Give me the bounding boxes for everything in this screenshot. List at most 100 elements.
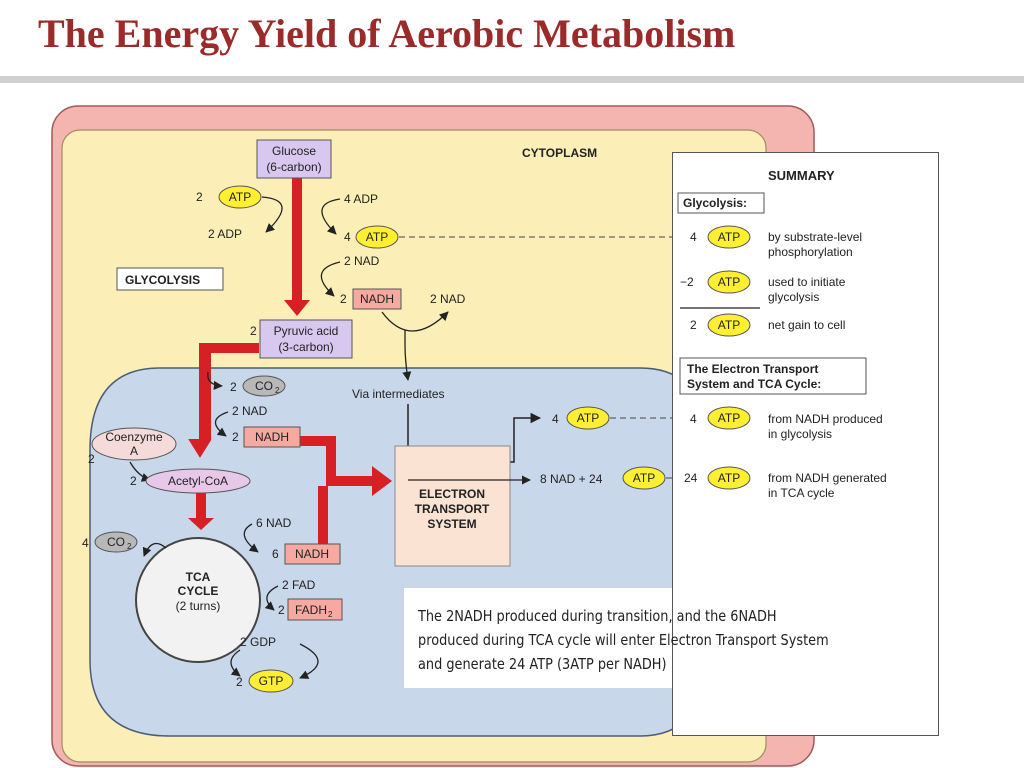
glucose-box [256, 139, 332, 179]
pyruvic-box [259, 319, 353, 359]
gtp-ellipse [248, 669, 294, 693]
fad-label: 2 FAD [282, 578, 316, 592]
coenzyme-a-label: A [130, 444, 138, 458]
nadh-count-2: 2 [232, 430, 239, 444]
acetyl-label: Acetyl-CoA [168, 474, 228, 488]
via-intermediates: Via intermediates [352, 387, 445, 401]
pyruvate-arrow [188, 343, 259, 458]
co2-count-1: 2 [230, 380, 237, 394]
glycolysis-summary-label: Glycolysis: [683, 196, 747, 210]
nad-tca: 6 NAD [256, 516, 292, 530]
tca-label: TCA [186, 570, 211, 584]
ets-label-2: TRANSPORT [415, 502, 490, 516]
co2-ellipse-2 [94, 531, 138, 553]
atp-count-out: 4 [344, 230, 351, 244]
nad-pyruvate: 2 NAD [232, 404, 268, 418]
nadh-label-1: NADH [360, 292, 394, 306]
ets-label-3: SYSTEM [427, 517, 476, 531]
summary-row1-count: 4 [690, 230, 697, 244]
summary-heading: SUMMARY [768, 168, 835, 183]
page-title: The Energy Yield of Aerobic Metabolism [38, 11, 736, 56]
caption-background [404, 588, 672, 688]
atp-count-in: 2 [196, 190, 203, 204]
gtp-label: GTP [259, 674, 284, 688]
summary-row2-text: used to initiate [768, 275, 846, 289]
pyruvic-count: 2 [250, 324, 257, 338]
nadh-count-1: 2 [340, 292, 347, 306]
co2-ellipse-1 [242, 375, 286, 397]
summary-row3-text: net gain to cell [768, 318, 845, 332]
ets-atp-label-1: ATP [577, 411, 599, 425]
glucose-label: Glucose [272, 144, 316, 158]
summary-row5-atp-label: ATP [718, 471, 740, 485]
fadh-count: 2 [278, 603, 285, 617]
summary-row3-atp [707, 313, 751, 337]
cycle-label: CYCLE [178, 584, 219, 598]
coenzyme-count: 2 [88, 452, 95, 466]
glycolysis-box [116, 267, 224, 291]
summary-row5-text2: in TCA cycle [768, 486, 835, 500]
ets-atp-ellipse-1 [566, 406, 610, 430]
summary-row1-text: by substrate-level [768, 230, 862, 244]
ets-summary-box [679, 357, 867, 395]
acetyl-ellipse [145, 468, 251, 494]
nadh-label-2: NADH [255, 430, 289, 444]
summary-row1-atp [707, 225, 751, 249]
summary-row5-atp [707, 466, 751, 490]
summary-row5-count: 24 [684, 471, 698, 485]
nadh-to-ets-arrow [300, 436, 392, 496]
summary-row4-text2: in glycolysis [768, 427, 832, 441]
co2-label-1: CO [255, 379, 273, 393]
nad-plus-label: 8 NAD + 24 [540, 472, 603, 486]
acetyl-count: 2 [130, 474, 137, 488]
summary-row4-atp-label: ATP [718, 411, 740, 425]
summary-row2-count: −2 [680, 275, 694, 289]
nadh-count-3: 6 [272, 547, 279, 561]
summary-row1-text2: phosphorylation [768, 245, 853, 259]
ets-atp-label-2: ATP [633, 471, 655, 485]
nad-glycolysis: 2 NAD [344, 254, 380, 268]
ets-summary-label-1: The Electron Transport [687, 362, 818, 376]
nad-regenerated: 2 NAD [430, 292, 466, 306]
summary-row4-count: 4 [690, 412, 697, 426]
title-divider [0, 76, 1024, 83]
adp-out-label: 4 ADP [344, 192, 378, 206]
glycolysis-summary-box [677, 192, 765, 214]
atp-out-ellipse [355, 225, 399, 249]
tca-nadh-arrow [318, 486, 328, 546]
cytoplasm-label: CYTOPLASM [522, 146, 597, 160]
atp-in-label: ATP [229, 190, 251, 204]
gdp-label: 2 GDP [240, 635, 276, 649]
coenzyme-label: Coenzyme [105, 430, 163, 444]
co2-sub-2: 2 [127, 542, 132, 551]
co2-label-2: CO [107, 535, 125, 549]
summary-row2-atp-label: ATP [718, 275, 740, 289]
caption-text: The 2NADH produced during transition, an… [418, 607, 829, 673]
gtp-count: 2 [236, 675, 243, 689]
glucose-carbon-label: (6-carbon) [266, 160, 321, 174]
fadh-sub: 2 [328, 610, 333, 619]
nadh-box-3 [284, 543, 341, 565]
summary-row4-atp [707, 406, 751, 430]
ets-atp-count-1: 4 [552, 412, 559, 426]
atp-in-ellipse [218, 185, 262, 209]
ets-atp-ellipse-2 [622, 466, 666, 490]
summary-row5-text: from NADH generated [768, 471, 887, 485]
fadh-box [287, 598, 343, 621]
co2-sub-1: 2 [275, 386, 280, 395]
summary-row1-atp-label: ATP [718, 230, 740, 244]
ets-label-1: ELECTRON [419, 487, 485, 501]
summary-row2-text2: glycolysis [768, 290, 819, 304]
glycolysis-arrow [284, 176, 310, 316]
atp-out-label: ATP [366, 230, 388, 244]
glycolysis-label: GLYCOLYSIS [125, 273, 200, 287]
summary-row2-atp [707, 270, 751, 294]
summary-row4-text: from NADH produced [768, 412, 883, 426]
tca-circle [135, 537, 261, 663]
summary-row3-count: 2 [690, 318, 697, 332]
summary-panel-lower [672, 495, 939, 736]
pyruvic-label: Pyruvic acid [274, 324, 339, 338]
ets-summary-label-2: System and TCA Cycle: [687, 377, 821, 391]
acetyl-arrow [188, 492, 214, 530]
